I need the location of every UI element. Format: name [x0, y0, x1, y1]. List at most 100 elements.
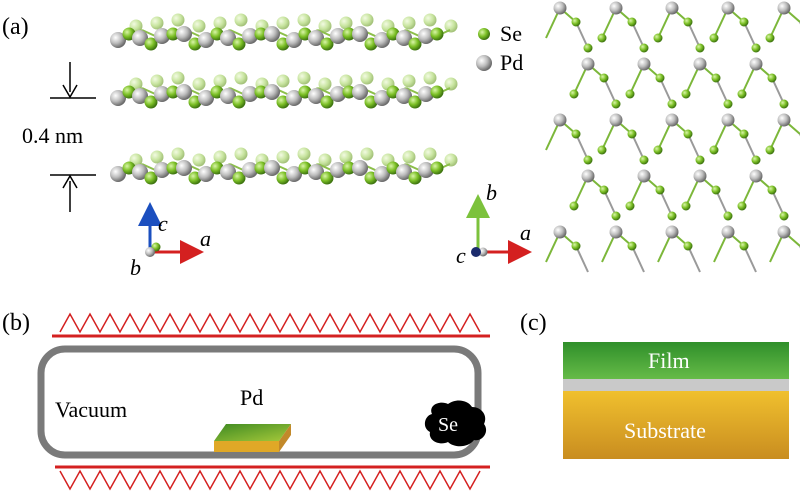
pd-atom [132, 88, 148, 104]
se-se-bond [687, 21, 701, 49]
se-atom-back [276, 16, 290, 30]
se-se-bond [743, 21, 757, 49]
substrate-label: Substrate [624, 418, 706, 443]
se-atom [569, 201, 579, 211]
se-atom [767, 185, 777, 195]
se-atom [779, 211, 789, 221]
se-atom-back [213, 16, 227, 30]
se-atom [232, 37, 246, 51]
pd-atom [198, 32, 214, 48]
se-atom-back [339, 150, 353, 164]
se-atom-back [339, 74, 353, 88]
se-atom [166, 161, 180, 175]
se-se-bond [575, 133, 589, 161]
se-atom [655, 73, 665, 83]
se-atom-back [360, 147, 374, 161]
se-atom [683, 241, 693, 251]
se-atom [583, 155, 593, 165]
se-atom [342, 161, 356, 175]
se-atom [597, 33, 607, 43]
pd-atom [418, 28, 434, 44]
se-atom [166, 85, 180, 99]
se-atom-back [423, 13, 437, 27]
se-atom [627, 17, 637, 27]
se-se-bond [631, 245, 645, 273]
pd-atom [308, 164, 324, 180]
se-atom [767, 73, 777, 83]
se-atom [408, 171, 422, 185]
se-atom [739, 241, 749, 251]
pd-atom [777, 113, 791, 127]
se-atom [765, 145, 775, 155]
side-axis-a-label: a [200, 226, 211, 251]
pd-atom [352, 160, 368, 176]
pd-atom [176, 160, 192, 176]
top-axis-b-label: b [486, 180, 497, 205]
pd-atom [693, 57, 707, 71]
se-atom [320, 37, 334, 51]
pd-atom [242, 86, 258, 102]
pd-atom [154, 28, 170, 44]
se-se-bond [743, 133, 757, 161]
se-atom [232, 95, 246, 109]
pd-atom [154, 86, 170, 102]
heater-top [52, 312, 490, 338]
pd-atom [637, 57, 651, 71]
se-atom [709, 145, 719, 155]
se-atom-back [276, 74, 290, 88]
se-atom-back [402, 16, 416, 30]
pd-atom [396, 88, 412, 104]
pd-atom [286, 90, 302, 106]
se-atom-back [318, 77, 332, 91]
se-atom [599, 185, 609, 195]
se-atom-back [234, 147, 248, 161]
pd-atom [553, 225, 567, 239]
legend [476, 28, 492, 71]
se-atom [408, 37, 422, 51]
se-atom-back [234, 71, 248, 85]
se-atom [627, 129, 637, 139]
pd-atom [154, 162, 170, 178]
top-view-atoms [553, 1, 791, 251]
se-atom-back [339, 16, 353, 30]
pd-atom [418, 162, 434, 178]
legend-pd-label: Pd [500, 50, 523, 75]
interlayer-spacing-label: 0.4 nm [22, 123, 83, 148]
se-atom [627, 241, 637, 251]
pd-atom [374, 32, 390, 48]
se-atom-back [423, 71, 437, 85]
se-atom [639, 155, 649, 165]
pd-atom [110, 32, 126, 48]
se-atom-back [423, 147, 437, 161]
se-atom-back [360, 71, 374, 85]
se-atom-back [444, 77, 458, 91]
pd-atom [693, 169, 707, 183]
pd-atom [264, 160, 280, 176]
se-atom-back [192, 19, 206, 33]
se-atom [320, 95, 334, 109]
se-atom [611, 99, 621, 109]
panel-label-a: (a) [2, 14, 29, 40]
se-se-bond [631, 133, 645, 161]
pd-atom [330, 28, 346, 44]
se-atom [737, 201, 747, 211]
se-atom [739, 129, 749, 139]
se-se-bond [715, 189, 729, 217]
se-atom [681, 89, 691, 99]
film-substrate-stack [563, 342, 789, 459]
pd-atom [220, 164, 236, 180]
vacuum-label: Vacuum [55, 397, 127, 422]
pd-atom [132, 164, 148, 180]
se-atom-back [297, 13, 311, 27]
se-se-bond [687, 245, 701, 273]
pd-atom [352, 26, 368, 42]
se-source-label: Se [438, 414, 458, 436]
se-atom [711, 73, 721, 83]
pd-atom [721, 225, 735, 239]
pd-atom [352, 84, 368, 100]
pd-atom [286, 32, 302, 48]
pd-atom [220, 30, 236, 46]
se-atom [739, 17, 749, 27]
pd-atom [396, 30, 412, 46]
side-view-layers [110, 13, 458, 185]
